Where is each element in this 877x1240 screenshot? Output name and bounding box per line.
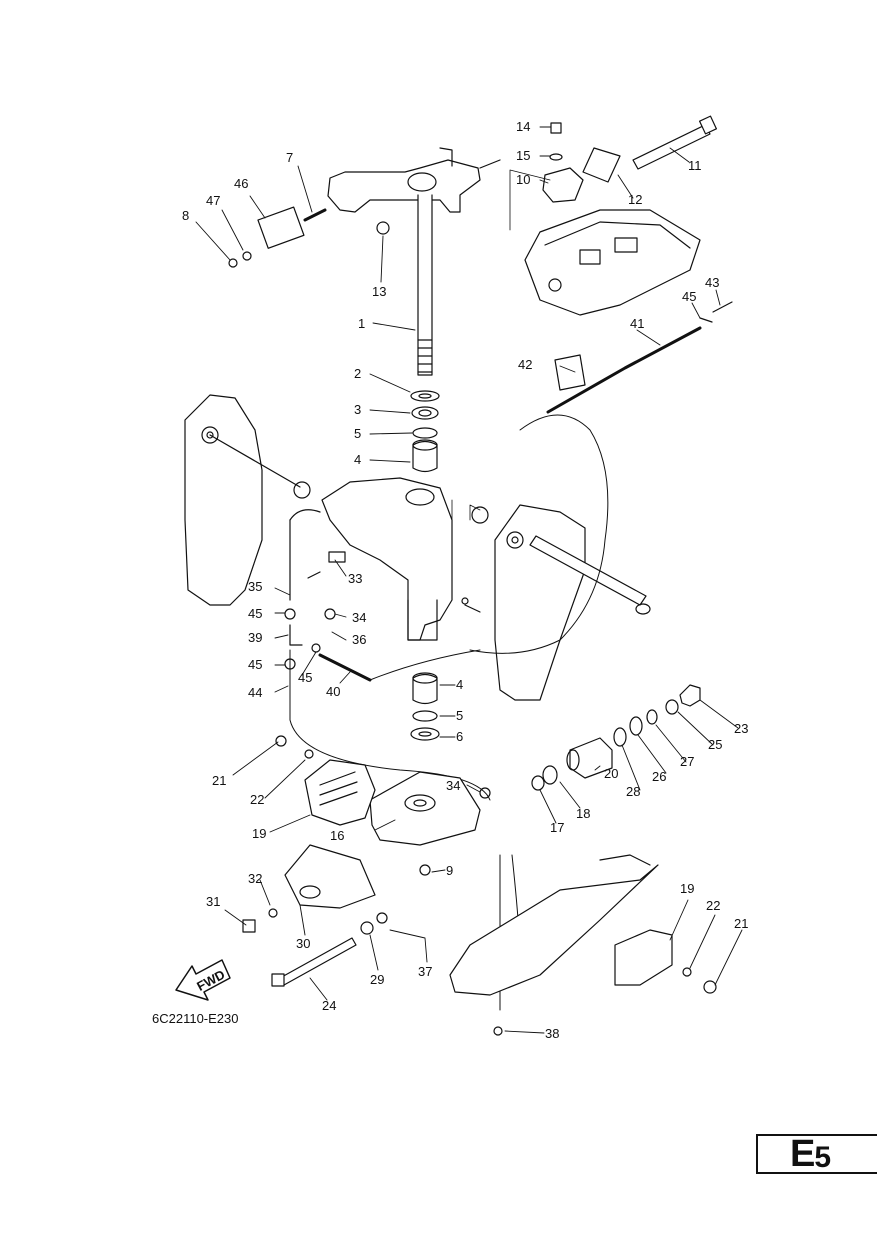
part-callout-30: 30 bbox=[296, 936, 310, 951]
part-callout-14: 14 bbox=[516, 119, 530, 134]
part-callout-9: 9 bbox=[446, 863, 453, 878]
part-callout-6: 6 bbox=[456, 729, 463, 744]
section-number: 5 bbox=[814, 1141, 832, 1174]
part-callout-3: 3 bbox=[354, 402, 361, 417]
part-callout-29: 29 bbox=[370, 972, 384, 987]
part-callout-32: 32 bbox=[248, 871, 262, 886]
shaft-washers bbox=[410, 390, 440, 741]
part-callout-7: 7 bbox=[286, 150, 293, 165]
part-callout-22: 22 bbox=[706, 898, 720, 913]
part-callout-12: 12 bbox=[628, 192, 642, 207]
small-parts bbox=[228, 122, 733, 1036]
part-callout-8: 8 bbox=[182, 208, 189, 223]
section-letter: E bbox=[790, 1133, 815, 1175]
part-callout-45: 45 bbox=[248, 606, 262, 621]
part-callout-2: 2 bbox=[354, 366, 361, 381]
part-callout-45: 45 bbox=[682, 289, 696, 304]
part-callout-21: 21 bbox=[212, 773, 226, 788]
part-callout-42: 42 bbox=[518, 357, 532, 372]
part-callout-26: 26 bbox=[652, 769, 666, 784]
part-callout-20: 20 bbox=[604, 766, 618, 781]
steering-bracket bbox=[327, 147, 501, 213]
part-callout-46: 46 bbox=[234, 176, 248, 191]
part-callout-44: 44 bbox=[248, 685, 262, 700]
part-callout-10: 10 bbox=[516, 172, 530, 187]
diagram-reference-code: 6C22110-E230 bbox=[152, 1011, 239, 1026]
part-callout-31: 31 bbox=[206, 894, 220, 909]
part-callout-15: 15 bbox=[516, 148, 530, 163]
steering-shaft bbox=[417, 194, 433, 376]
fwd-arrow-icon: FWD bbox=[175, 959, 231, 1001]
lower-bracket bbox=[369, 771, 481, 846]
side-cover-left bbox=[304, 759, 376, 826]
part-callout-43: 43 bbox=[705, 275, 719, 290]
part-callout-1: 1 bbox=[358, 316, 365, 331]
part-callout-34: 34 bbox=[352, 610, 366, 625]
part-callout-40: 40 bbox=[326, 684, 340, 699]
through-tube bbox=[529, 535, 651, 615]
leader-lines bbox=[195, 126, 743, 1034]
part-callout-21: 21 bbox=[734, 916, 748, 931]
part-callout-23: 23 bbox=[734, 721, 748, 736]
part-callout-11: 11 bbox=[688, 158, 702, 173]
rubber-mount bbox=[566, 737, 613, 779]
part-callout-41: 41 bbox=[630, 316, 644, 331]
part-callout-19: 19 bbox=[252, 826, 266, 841]
fwd-label: FWD bbox=[194, 967, 227, 994]
part-callout-22: 22 bbox=[250, 792, 264, 807]
part-callout-4: 4 bbox=[354, 452, 361, 467]
part-callout-34: 34 bbox=[446, 778, 460, 793]
lower-cover bbox=[284, 844, 376, 909]
part-callout-18: 18 bbox=[576, 806, 590, 821]
part-callout-33: 33 bbox=[348, 571, 362, 586]
reference-lines bbox=[451, 169, 551, 581]
swivel-bracket bbox=[289, 477, 453, 641]
part-callout-38: 38 bbox=[545, 1026, 559, 1041]
clamp-bracket-right bbox=[494, 504, 586, 701]
side-cover-right bbox=[614, 929, 673, 986]
part-callout-25: 25 bbox=[708, 737, 722, 752]
part-callout-45: 45 bbox=[248, 657, 262, 672]
part-callout-45: 45 bbox=[298, 670, 312, 685]
long-bolt bbox=[632, 115, 717, 170]
clamp-bracket-left bbox=[184, 394, 301, 606]
part-callout-37: 37 bbox=[418, 964, 432, 979]
section-marker: E 5 bbox=[756, 1134, 877, 1174]
part-callout-13: 13 bbox=[372, 284, 386, 299]
part-callout-39: 39 bbox=[248, 630, 262, 645]
part-callout-28: 28 bbox=[626, 784, 640, 799]
part-callout-5: 5 bbox=[354, 426, 361, 441]
upper-mount-plate bbox=[524, 209, 701, 316]
part-callout-36: 36 bbox=[352, 632, 366, 647]
bolt-24 bbox=[271, 937, 357, 987]
part-callout-4: 4 bbox=[456, 677, 463, 692]
part-callout-35: 35 bbox=[248, 579, 262, 594]
part-callout-19: 19 bbox=[680, 881, 694, 896]
part-callout-17: 17 bbox=[550, 820, 564, 835]
part-callout-27: 27 bbox=[680, 754, 694, 769]
part-callout-16: 16 bbox=[330, 828, 344, 843]
part-callouts: 1235445678910111213141516171819192021212… bbox=[182, 119, 748, 1041]
part-callout-24: 24 bbox=[322, 998, 336, 1013]
lower-case bbox=[449, 854, 659, 996]
part-callout-5: 5 bbox=[456, 708, 463, 723]
part-callout-47: 47 bbox=[206, 193, 220, 208]
shift-cable bbox=[318, 326, 702, 682]
